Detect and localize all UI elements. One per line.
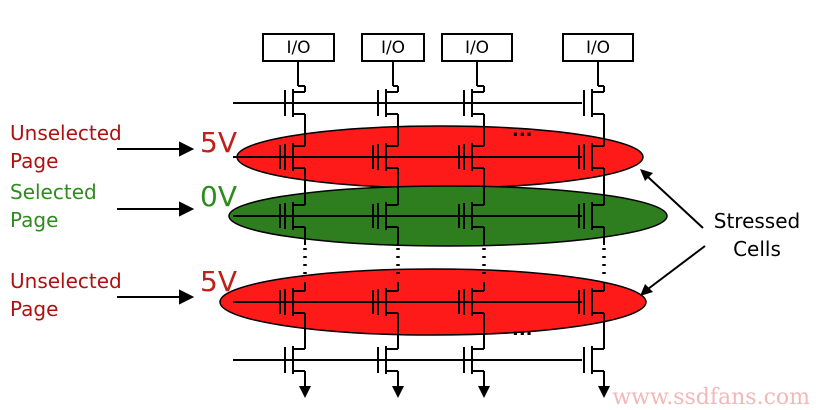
- io-label: I/O: [381, 38, 405, 58]
- io-box-1: I/O: [262, 33, 335, 62]
- arrow-to-top: [647, 176, 704, 229]
- ellipsis-bottom: ...: [512, 319, 533, 340]
- io-box-3: I/O: [441, 33, 513, 62]
- ground-arrow: [299, 386, 311, 398]
- voltage-label: 5V: [200, 126, 237, 159]
- arrowhead-bottom: [640, 284, 653, 296]
- io-label: I/O: [465, 38, 489, 58]
- page-label-line2: Page: [10, 297, 58, 321]
- page-label-line1: Unselected: [10, 269, 122, 293]
- voltage-label: 5V: [200, 265, 237, 298]
- page-label-line1: Selected: [10, 180, 97, 204]
- watermark: www.ssdfans.com: [612, 385, 810, 410]
- io-box-4: I/O: [562, 33, 634, 62]
- annotation-line2: Cells: [733, 237, 781, 261]
- stressed-cells-annotation: Stressed Cells: [640, 169, 800, 296]
- arrow-to-bottom: [647, 245, 706, 290]
- io-boxes: I/O I/O I/O I/O: [262, 33, 634, 62]
- io-label: I/O: [586, 38, 610, 58]
- arrowhead-top: [640, 169, 653, 181]
- ground-arrow: [478, 386, 490, 398]
- label-arrows: [117, 141, 195, 305]
- page-label-line1: Unselected: [10, 121, 122, 145]
- page-label-line2: Page: [10, 149, 58, 173]
- ground-arrow: [392, 386, 404, 398]
- voltage-label: 0V: [200, 180, 237, 213]
- ellipsis-top: ...: [512, 120, 533, 141]
- io-box-2: I/O: [361, 33, 425, 62]
- annotation-line1: Stressed: [714, 209, 800, 233]
- nand-circuit: [233, 61, 610, 398]
- page-label-selected: Selected Page 0V: [10, 180, 237, 232]
- page-label-unselected-top: Unselected Page 5V: [10, 121, 237, 173]
- page-label-unselected-bottom: Unselected Page 5V: [10, 265, 237, 321]
- ground-arrow: [598, 386, 610, 398]
- io-label: I/O: [286, 38, 310, 58]
- page-label-line2: Page: [10, 208, 58, 232]
